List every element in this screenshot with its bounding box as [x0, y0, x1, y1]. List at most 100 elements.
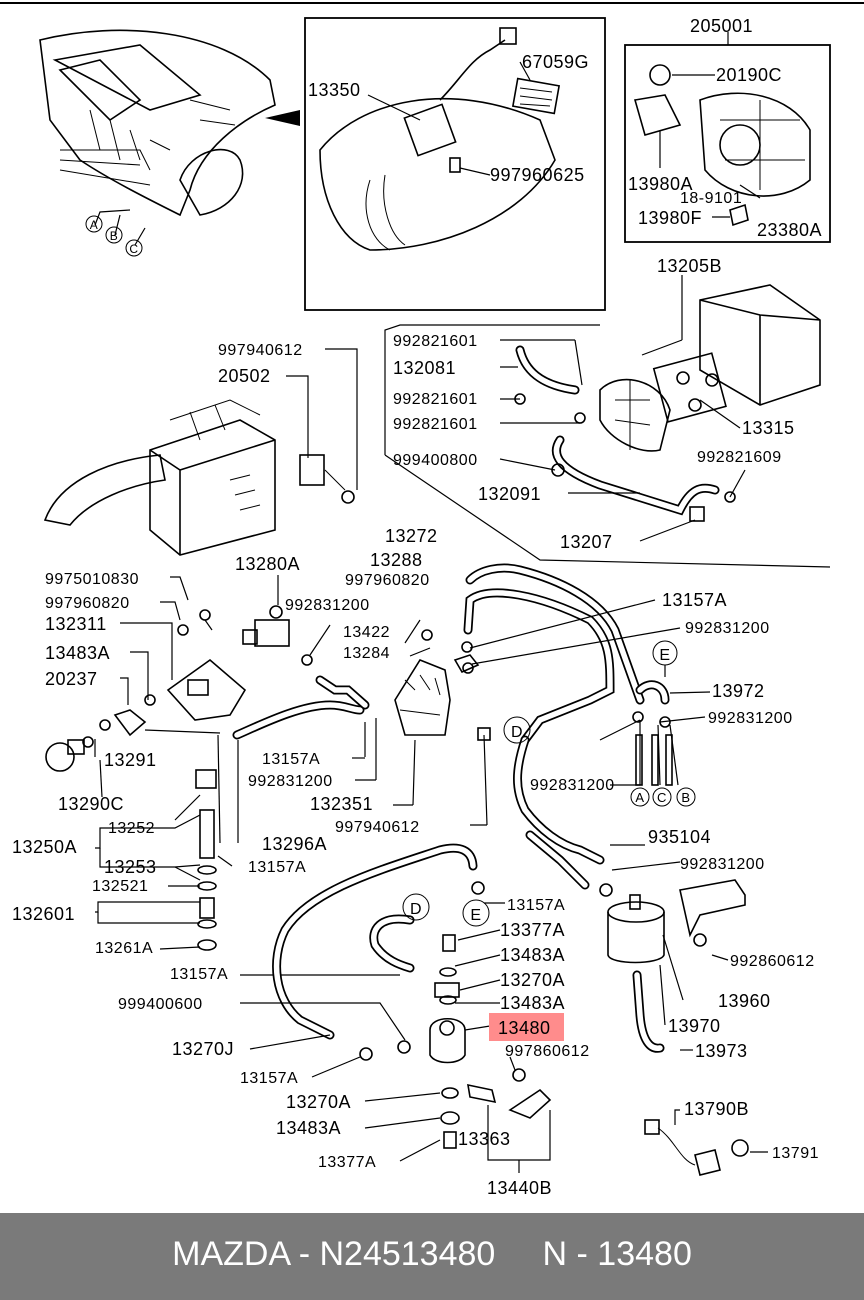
label-13157A-e: 13157A: [170, 966, 228, 983]
callout-e-upper: E: [659, 647, 670, 664]
label-13483A-c: 13483A: [500, 993, 565, 1013]
label-13363: 13363: [458, 1129, 511, 1149]
solenoid-valve-sketch: [633, 64, 811, 227]
label-132601: 132601: [12, 904, 75, 924]
callout-b-lower: B: [681, 790, 690, 805]
engine-sketch-middle-left: [43, 399, 355, 556]
label-67059G: 67059G: [522, 52, 589, 72]
label-999400800: 999400800: [393, 452, 478, 469]
label-13422: 13422: [343, 624, 390, 641]
label-13377A-b: 13377A: [318, 1154, 376, 1171]
label-935104: 935104: [648, 827, 711, 847]
label-13157A-d: 13157A: [507, 897, 565, 914]
callout-d-upper: D: [511, 724, 523, 741]
label-20190C: 20190C: [716, 65, 782, 85]
label-205001: 205001: [690, 16, 753, 36]
callout-group-top-left: A B C: [85, 215, 143, 257]
label-132081: 132081: [393, 358, 456, 378]
label-997960820-a: 997960820: [45, 595, 130, 612]
label-997960820-b: 997960820: [345, 572, 430, 589]
connector-20237: [99, 694, 156, 737]
label-992831200-f: 992831200: [680, 856, 765, 873]
label-13157A-a: 13157A: [662, 590, 727, 610]
label-20237: 20237: [45, 669, 98, 689]
label-13972: 13972: [712, 681, 765, 701]
label-13157A-b: 13157A: [262, 751, 320, 768]
label-13480: 13480: [498, 1018, 551, 1038]
label-13291: 13291: [104, 750, 157, 770]
label-13253: 13253: [104, 857, 157, 877]
callout-b-small: B: [110, 229, 119, 243]
label-992831200-d: 992831200: [248, 773, 333, 790]
label-13790B: 13790B: [684, 1099, 749, 1119]
label-18-9101: 18-9101: [680, 190, 742, 207]
label-13205B: 13205B: [657, 256, 722, 276]
label-13791: 13791: [772, 1145, 819, 1162]
callout-d-lower: D: [410, 901, 422, 918]
label-13980F: 13980F: [638, 208, 702, 228]
label-13288: 13288: [370, 550, 423, 570]
fuel-pressure-regulator-13480: [359, 934, 466, 1064]
label-132091: 132091: [478, 484, 541, 504]
label-13315: 13315: [742, 418, 795, 438]
label-9975010830: 9975010830: [45, 571, 139, 588]
label-20502: 20502: [218, 366, 271, 386]
callout-c-small: C: [129, 242, 138, 256]
label-997940612-b: 997940612: [335, 819, 420, 836]
label-13973: 13973: [695, 1041, 748, 1061]
label-997860612: 997860612: [505, 1043, 590, 1060]
label-23380A: 23380A: [757, 220, 822, 240]
label-13157A-f: 13157A: [240, 1070, 298, 1087]
label-13290C: 13290C: [58, 794, 124, 814]
vacuum-fitting-132351: [394, 654, 480, 736]
label-992831200-e: 992831200: [530, 777, 615, 794]
sensor-13290C: [45, 736, 94, 772]
label-992821601-a: 992821601: [393, 333, 478, 350]
callout-a-lower: A: [635, 790, 644, 805]
pressure-sensor-13280A: [242, 605, 290, 647]
label-13280A: 13280A: [235, 554, 300, 574]
parts-diagram: A B C 13350 67059G 997960625 205001 2019…: [0, 2, 864, 1198]
label-13483A-d: 13483A: [276, 1118, 341, 1138]
label-13483A-b: 13483A: [500, 945, 565, 965]
footer-bar: MAZDA - N24513480 N - 13480: [0, 1213, 864, 1300]
canister-detail-sketch: [319, 27, 561, 251]
lower-fittings: [440, 1068, 552, 1149]
label-13284: 13284: [343, 645, 390, 662]
footer-part-number: MAZDA - N24513480 N - 13480: [172, 1235, 692, 1273]
canister-bracket-13960: [679, 879, 746, 947]
label-992831200-c: 992831200: [708, 710, 793, 727]
label-132521: 132521: [92, 878, 148, 895]
label-13970: 13970: [668, 1016, 721, 1036]
label-992821609: 992821609: [697, 449, 782, 466]
label-992821601-b: 992821601: [393, 391, 478, 408]
label-13252: 13252: [108, 820, 155, 837]
label-13377A-a: 13377A: [500, 920, 565, 940]
label-13350: 13350: [308, 80, 361, 100]
label-13272: 13272: [385, 526, 438, 546]
label-13250A: 13250A: [12, 837, 77, 857]
label-997940612-a: 997940612: [218, 342, 303, 359]
label-997960625: 997960625: [490, 165, 585, 185]
label-132351: 132351: [310, 794, 373, 814]
label-992831200-a: 992831200: [285, 597, 370, 614]
callout-c-lower: C: [657, 790, 667, 805]
label-13980A: 13980A: [628, 174, 693, 194]
label-992831200-b: 992831200: [685, 620, 770, 637]
air-cleaner-sketch: [599, 284, 821, 452]
callout-a-small: A: [90, 218, 99, 232]
detail-box-canister: [304, 17, 606, 311]
label-13483A-a: 13483A: [45, 643, 110, 663]
label-13157A-c: 13157A: [248, 859, 306, 876]
label-13296A: 13296A: [262, 834, 327, 854]
highlight-13480: [489, 1013, 564, 1041]
label-13261A: 13261A: [95, 940, 153, 957]
label-13270A-b: 13270A: [286, 1092, 351, 1112]
label-13270A-a: 13270A: [500, 970, 565, 990]
callout-e-lower: E: [470, 907, 481, 924]
label-13440B: 13440B: [487, 1178, 552, 1198]
charcoal-canister-13970: [607, 894, 665, 964]
label-999400600: 999400600: [118, 996, 203, 1013]
throttle-position-sensor: [166, 658, 247, 721]
engine-sketch-top-left: [39, 29, 300, 246]
